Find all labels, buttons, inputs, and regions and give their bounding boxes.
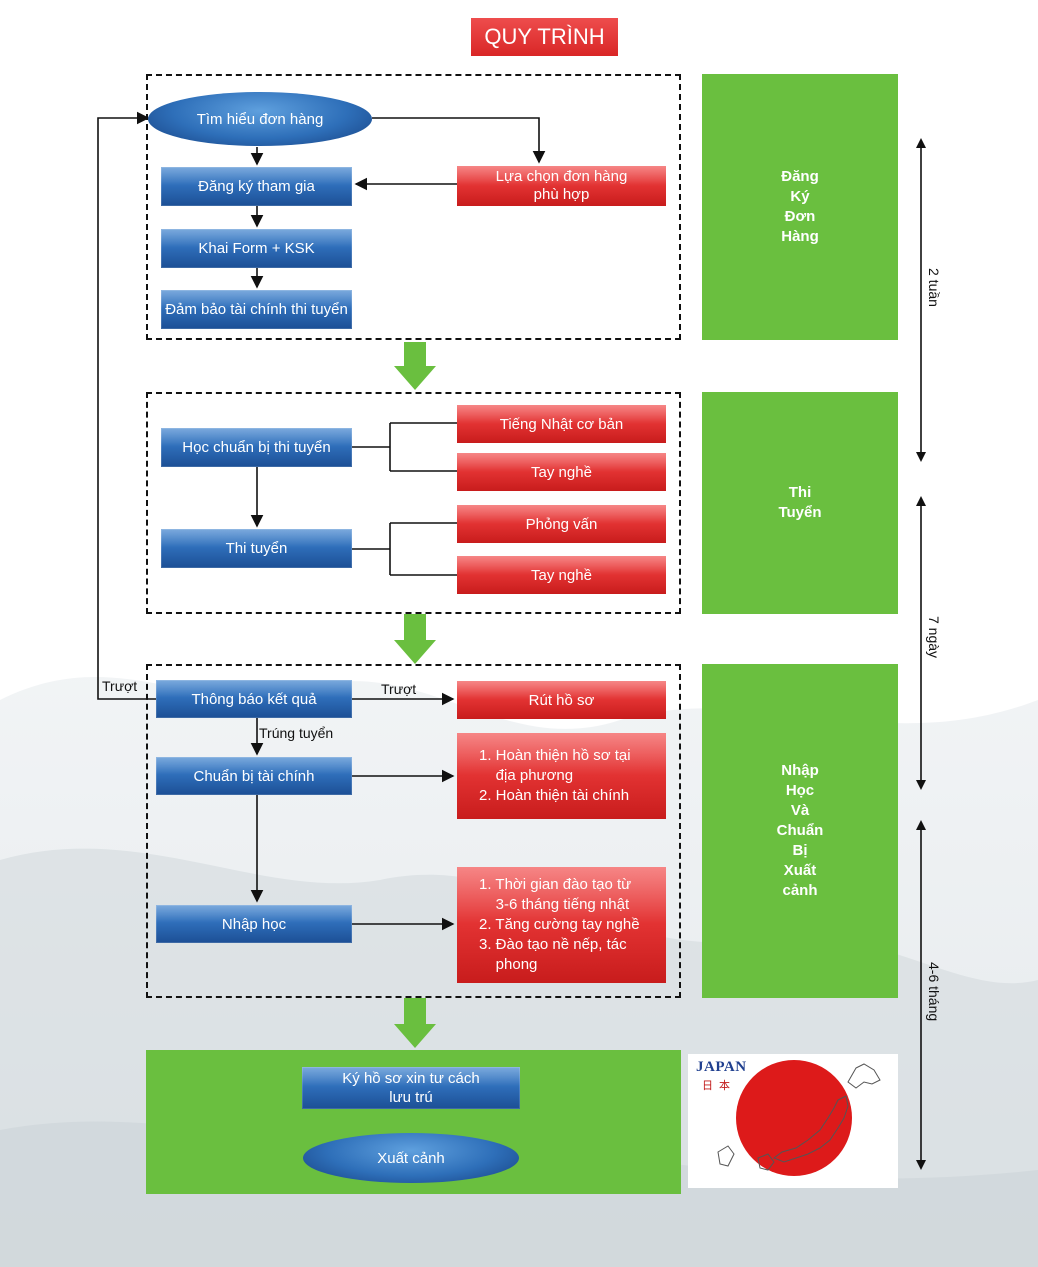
edge-label-truot-right: Trượt (381, 681, 417, 697)
edge-label-truot-left: Trượt (102, 678, 138, 694)
section-label-thi-tuyen: Thi Tuyển (702, 392, 898, 614)
node-chuan-bi-tai-chinh[interactable]: Chuẩn bị tài chính (156, 757, 352, 795)
list-item: phong (479, 956, 538, 973)
japan-label: JAPAN (696, 1059, 747, 1075)
node-lua-chon-don-hang[interactable]: Lựa chọn đơn hàng phù hợp (457, 166, 666, 206)
node-khai-form-ksk[interactable]: Khai Form + KSK (161, 229, 352, 268)
japan-map-icon (717, 1063, 881, 1171)
node-tay-nghe-2[interactable]: Tay nghề (457, 556, 666, 594)
list-item: địa phương (479, 767, 574, 784)
section-frame-enroll (146, 664, 681, 998)
edge-label-trung-tuyen: Trúng tuyển (259, 725, 334, 741)
node-xuat-canh[interactable]: Xuất cảnh (303, 1133, 519, 1183)
japan-map-image: JAPAN 日本 (688, 1054, 898, 1188)
node-dao-tao-list[interactable]: 1. Thời gian đào tạo từ 3-6 tháng tiếng … (457, 867, 666, 983)
node-thi-tuyen[interactable]: Thi tuyển (161, 529, 352, 568)
section-label-dang-ky-don-hang: Đăng Ký Đơn Hàng (702, 74, 898, 340)
page-title: QUY TRÌNH (471, 18, 618, 56)
rising-sun (736, 1060, 852, 1176)
node-dang-ky-tham-gia[interactable]: Đăng ký tham gia (161, 167, 352, 206)
duration-2-tuan: 2 tuần (926, 268, 942, 307)
list-item: 2. Tăng cường tay nghề (479, 916, 640, 933)
node-rut-ho-so[interactable]: Rút hồ sơ (457, 681, 666, 719)
node-phong-van[interactable]: Phỏng vấn (457, 505, 666, 543)
list-item: 1. Hoàn thiện hồ sơ tại (479, 747, 631, 764)
section-label-nhap-hoc: Nhập Học Và Chuẩn Bị Xuất cảnh (702, 664, 898, 998)
section-frame-register (146, 74, 681, 340)
list-item: 3-6 tháng tiếng nhật (479, 896, 630, 913)
section-frame-exam (146, 392, 681, 614)
node-tim-hieu-don-hang[interactable]: Tìm hiểu đơn hàng (148, 92, 372, 146)
node-dam-bao-tai-chinh[interactable]: Đảm bảo tài chính thi tuyển (161, 290, 352, 329)
node-thong-bao-ket-qua[interactable]: Thông báo kết quả (156, 680, 352, 718)
japan-kanji-label: 日本 (702, 1079, 736, 1092)
duration-7-ngay: 7 ngày (926, 616, 942, 659)
list-item: 3. Đào tạo nề nếp, tác (479, 936, 627, 953)
duration-4-6-thang: 4-6 tháng (926, 962, 942, 1022)
node-tay-nghe-1[interactable]: Tay nghề (457, 453, 666, 491)
list-item: 2. Hoàn thiện tài chính (479, 787, 630, 804)
list-item: 1. Thời gian đào tạo từ (479, 876, 632, 893)
node-tieng-nhat-co-ban[interactable]: Tiếng Nhật cơ bản (457, 405, 666, 443)
node-ky-ho-so[interactable]: Ký hồ sơ xin tư cách lưu trú (302, 1067, 520, 1109)
node-hoan-thien-list[interactable]: 1. Hoàn thiện hồ sơ tại địa phương 2. Ho… (457, 733, 666, 819)
node-nhap-hoc[interactable]: Nhập học (156, 905, 352, 943)
node-hoc-chuan-bi-thi-tuyen[interactable]: Học chuẩn bị thi tuyển (161, 428, 352, 467)
